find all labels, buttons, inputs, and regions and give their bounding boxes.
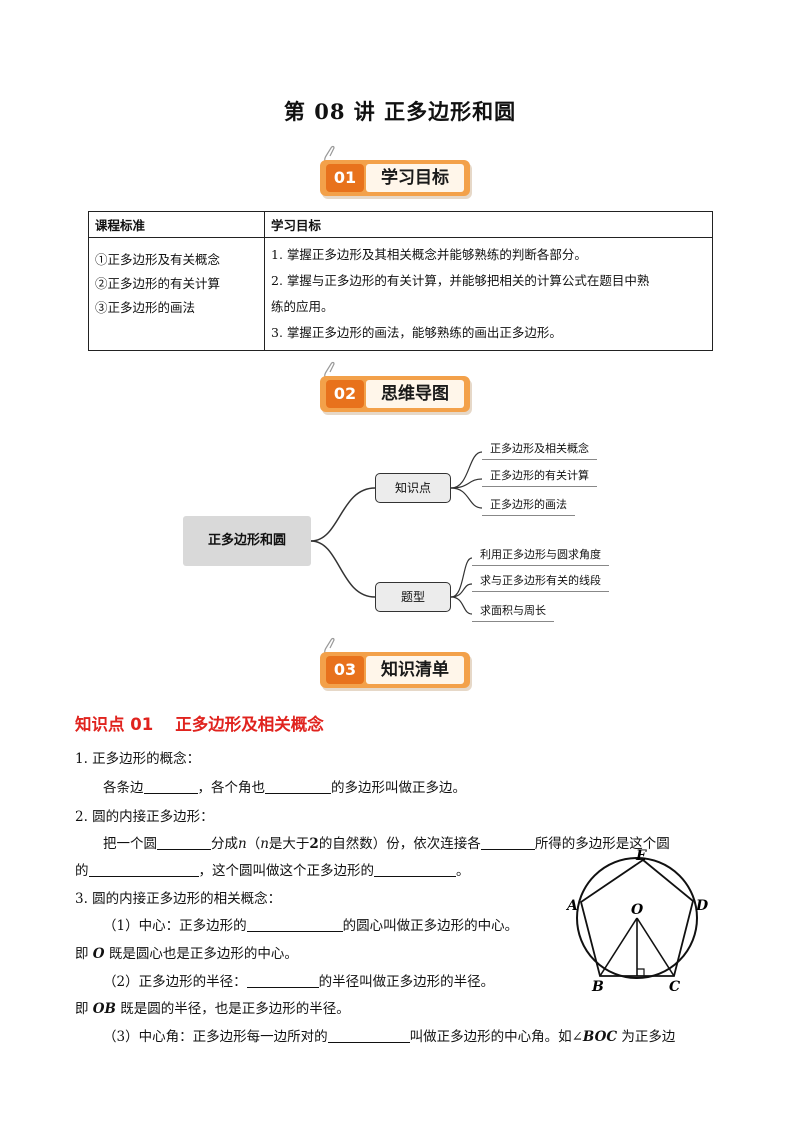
point-label-d: D xyxy=(695,898,709,914)
text-line: （2）正多边形的半径：的半径叫做正多边形的半径。 xyxy=(103,974,495,990)
objective-item: 1. 掌握正多边形及其相关概念并能够熟练的判断各部分。 xyxy=(271,247,587,262)
section-heading: 知识点 01 正多边形及相关概念 xyxy=(75,711,324,735)
objective-item: 3. 掌握正多边形的画法，能够熟练的画出正多边形。 xyxy=(271,325,562,340)
mindmap-branch-knowledge: 知识点 xyxy=(375,473,451,503)
mindmap-leaf: 利用正多边形与圆求角度 xyxy=(472,546,609,566)
goals-table: 课程标准 学习目标 ①正多边形及有关概念 ②正多边形的有关计算 ③正多边形的画法… xyxy=(88,211,713,351)
mindmap-branch-questions: 题型 xyxy=(375,582,451,612)
text-line: 2. 圆的内接正多边形： xyxy=(75,809,214,825)
mindmap-leaf: 求面积与周长 xyxy=(472,602,554,622)
mindmap-center: 正多边形和圆 xyxy=(183,516,311,566)
section-number: 知识点 01 xyxy=(75,715,154,734)
banner-number: 02 xyxy=(326,380,364,408)
point-label-a: A xyxy=(565,898,578,914)
banner-label: 知识清单 xyxy=(366,656,464,684)
section-banner-knowledge: 03 知识清单 xyxy=(320,637,480,692)
section-banner-mindmap: 02 思维导图 xyxy=(320,361,480,416)
objective-item: 练的应用。 xyxy=(271,299,334,314)
text-line: 即 OB 既是圆的半径，也是正多边形的半径。 xyxy=(75,1001,350,1017)
banner-label: 学习目标 xyxy=(366,164,464,192)
standard-item: ③正多边形的画法 xyxy=(95,300,196,315)
banner-number: 01 xyxy=(326,164,364,192)
fill-blank[interactable] xyxy=(143,780,198,794)
inscribed-pentagon-figure: E D A O B C xyxy=(565,848,709,993)
fill-blank[interactable] xyxy=(374,863,456,877)
mindmap-leaf: 正多边形的有关计算 xyxy=(482,467,597,487)
fill-blank[interactable] xyxy=(246,918,343,932)
fill-blank[interactable] xyxy=(265,780,331,794)
objectives-cell: 1. 掌握正多边形及其相关概念并能够熟练的判断各部分。 2. 掌握与正多边形的有… xyxy=(264,237,713,351)
objective-item: 2. 掌握与正多边形的有关计算，并能够把相关的计算公式在题目中熟 xyxy=(271,273,650,288)
section-title: 正多边形及相关概念 xyxy=(175,715,324,734)
point-label-e: E xyxy=(635,848,647,864)
text-line: （3）中心角：正多边形每一边所对的叫做正多边形的中心角。如∠BOC 为正多边 xyxy=(103,1029,676,1045)
point-label-c: C xyxy=(669,979,680,993)
text-line: 3. 圆的内接正多边形的相关概念： xyxy=(75,891,282,907)
point-label-o: O xyxy=(631,902,644,918)
banner-label: 思维导图 xyxy=(366,380,464,408)
text-line: 各条边，各个角也的多边形叫做正多边。 xyxy=(103,780,466,796)
standard-item: ①正多边形及有关概念 xyxy=(95,252,221,267)
table-header-standard: 课程标准 xyxy=(88,211,265,238)
banner-number: 03 xyxy=(326,656,364,684)
point-label-b: B xyxy=(591,979,604,993)
fill-blank[interactable] xyxy=(157,836,211,850)
mindmap-leaf: 正多边形的画法 xyxy=(482,496,575,516)
mindmap-leaf: 求与正多边形有关的线段 xyxy=(472,572,609,592)
text-line: （1）中心：正多边形的的圆心叫做正多边形的中心。 xyxy=(103,918,519,934)
fill-blank[interactable] xyxy=(327,1029,410,1043)
fill-blank[interactable] xyxy=(88,863,199,877)
text-line: 的，这个圆叫做这个正多边形的。 xyxy=(75,863,470,879)
text-line: 1. 正多边形的概念： xyxy=(75,751,201,767)
fill-blank[interactable] xyxy=(246,974,319,988)
page-title: 第 08 讲 正多边形和圆 xyxy=(283,99,517,124)
text-line: 把一个圆分成n（n是大于2的自然数）份，依次连接各所得的多边形是这个圆 xyxy=(103,836,670,852)
fill-blank[interactable] xyxy=(480,836,535,850)
mindmap-connectors xyxy=(310,451,483,615)
section-banner-goals: 01 学习目标 xyxy=(320,145,480,200)
standard-item: ②正多边形的有关计算 xyxy=(95,276,221,291)
text-line: 即 O 既是圆心也是正多边形的中心。 xyxy=(75,946,298,962)
mindmap-leaf: 正多边形及相关概念 xyxy=(482,440,597,460)
